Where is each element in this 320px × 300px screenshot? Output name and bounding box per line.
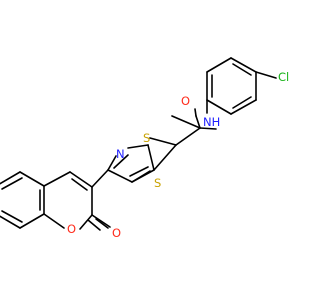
bond — [19, 213, 45, 229]
bond — [206, 99, 232, 115]
bond — [171, 115, 201, 129]
bond — [230, 99, 257, 115]
bond — [1, 210, 23, 223]
bond — [71, 178, 88, 191]
chlorophenyl-ring — [206, 57, 277, 115]
bond — [0, 215, 21, 229]
bond — [153, 144, 177, 171]
bond — [107, 169, 133, 183]
bond — [113, 154, 129, 169]
amide-nh-label: NH — [203, 115, 220, 129]
bond — [195, 115, 201, 129]
bond — [95, 218, 109, 229]
bond — [255, 71, 277, 79]
molecule-structure: Cl NH O S N S O O — [0, 57, 289, 240]
bond — [127, 144, 149, 149]
bond — [79, 214, 93, 230]
bond — [147, 144, 155, 171]
bond — [131, 170, 151, 183]
bond — [199, 127, 217, 130]
thiazole-nitrogen-label: N — [116, 147, 125, 161]
bond — [194, 108, 197, 117]
structure-canvas: Cl NH O S N S O O — [0, 57, 289, 240]
amide-oxygen-label: O — [181, 94, 190, 108]
bond — [91, 214, 111, 228]
coumarin-system — [0, 169, 111, 231]
carbonyl-oxygen-label: O — [112, 226, 121, 240]
bond — [230, 57, 257, 73]
bond — [43, 213, 65, 229]
bond — [129, 166, 149, 177]
bond — [91, 169, 109, 188]
chlorine-label: Cl — [278, 70, 289, 84]
bond — [232, 63, 252, 76]
bond — [43, 171, 71, 187]
amide-linker — [149, 99, 217, 146]
bond — [69, 171, 93, 188]
thioether-sulfur-label: S — [143, 131, 150, 145]
bond — [149, 137, 177, 146]
bond — [1, 177, 23, 190]
bond — [206, 57, 232, 73]
bond — [107, 155, 117, 171]
thiazole-sulfur-label: S — [154, 176, 161, 190]
bond — [0, 171, 21, 185]
bond — [232, 96, 252, 109]
bond — [19, 171, 45, 187]
bond — [87, 219, 101, 231]
ring-oxygen-label: O — [67, 222, 76, 236]
bond — [175, 127, 201, 146]
thiazole-ring — [107, 144, 177, 183]
